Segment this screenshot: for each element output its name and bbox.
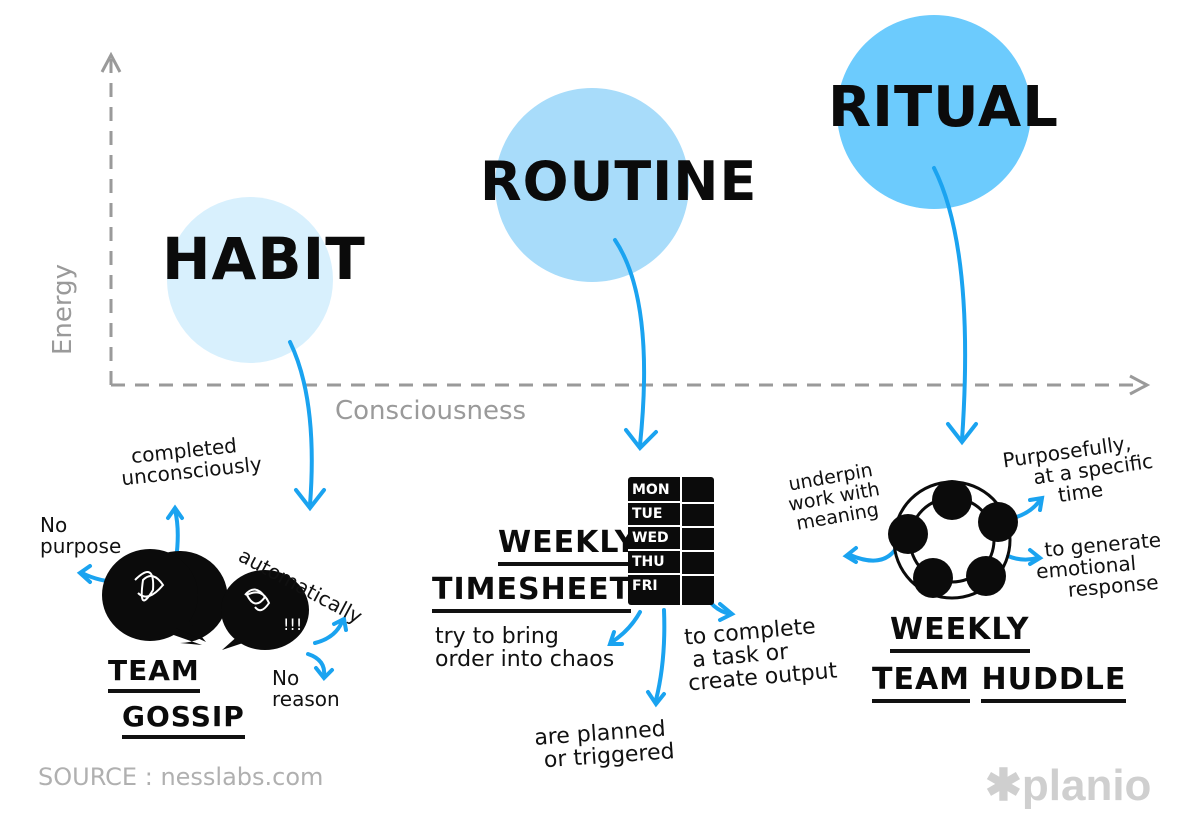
ritual-title: RITUAL [828,75,1059,140]
ritual-example-line1: WEEKLY [890,612,1030,653]
habit-note-no-purpose: No purpose [40,513,122,558]
habit-note-no-reason: No reason [272,666,340,711]
svg-text:!!!: !!! [283,615,302,634]
habit-example-line2: GOSSIP [122,700,245,739]
y-axis-label: Energy [48,263,78,355]
ritual-example-line2: TEAM HUDDLE [872,662,1127,703]
routine-circle [495,88,689,282]
calendar-day: TUE [628,503,680,527]
x-axis-label: Consciousness [335,396,527,426]
routine-note-order: try to bring order into chaos [435,624,615,673]
team-huddle-icon [888,480,1018,600]
habit-example-line1: TEAM [108,654,200,693]
calendar-icon: MON TUE WED THU FRI [628,477,714,605]
ritual-note-generate: to generate emotional response [1035,527,1162,602]
ritual-circle [837,15,1031,209]
speech-bubbles-icon: !!! [102,549,309,650]
habit-circle [167,197,333,363]
routine-example-line1: WEEKLY [498,525,638,566]
routine-note-planned: are planned or triggered [533,716,676,774]
source-credit: SOURCE : nesslabs.com [38,763,324,791]
axes [100,51,1151,396]
routine-title: ROUTINE [480,150,758,213]
calendar-day: FRI [632,578,658,594]
calendar-day: WED [628,527,680,551]
calendar-day: THU [628,551,680,575]
asterisk-icon: ✱ [985,761,1022,810]
calendar-day: MON [628,479,680,503]
planio-logo: ✱planio [985,761,1152,810]
routine-example-line2: TIMESHEET [432,572,632,613]
habit-title: HABIT [162,225,366,293]
routine-note-complete: to complete a task or create output [683,614,839,697]
